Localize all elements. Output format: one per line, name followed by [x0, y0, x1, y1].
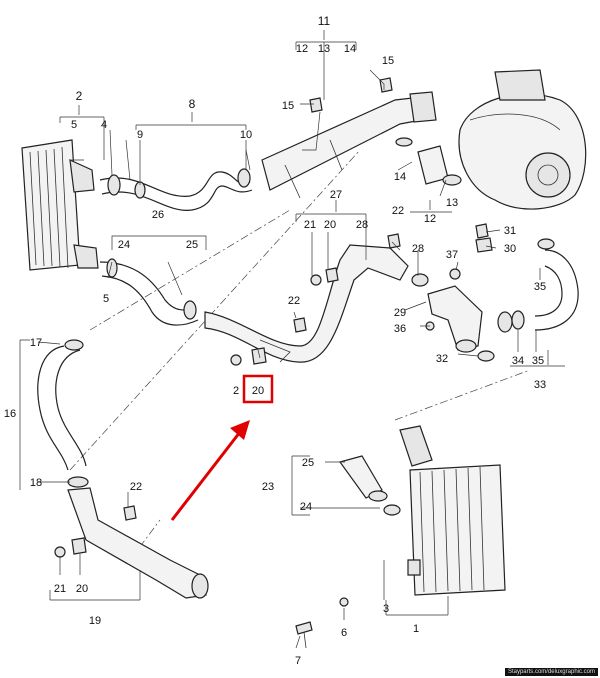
turbocharger	[458, 69, 587, 210]
footer-credit: Stayparts.com/deluxgraphic.com	[504, 668, 598, 676]
label-16: 16	[4, 408, 16, 420]
nut-21-mid	[230, 354, 242, 366]
label-15-right: 15	[382, 55, 394, 67]
spacer-20-top	[325, 267, 339, 283]
clip-30	[475, 237, 493, 253]
label-25-left: 25	[186, 239, 198, 251]
bolt-31	[475, 223, 489, 239]
label-10: 10	[240, 129, 252, 141]
label-20-highlighted: 20	[252, 385, 264, 397]
spacer-20-low	[71, 537, 87, 555]
spacer-20	[251, 347, 267, 365]
label-34: 34	[512, 355, 524, 367]
label-19: 19	[89, 615, 101, 627]
washer-6	[339, 597, 349, 607]
label-15-left: 15	[282, 100, 294, 112]
highlight-box	[242, 374, 274, 404]
nut-37	[449, 268, 461, 280]
label-21-low: 21	[54, 583, 66, 595]
label-14-mid: 14	[394, 171, 406, 183]
label-9: 9	[137, 129, 143, 141]
label-22-low: 22	[130, 481, 142, 493]
label-17: 17	[30, 337, 42, 349]
label-35-low: 35	[532, 355, 544, 367]
label-1: 1	[413, 623, 419, 635]
label-29: 29	[394, 307, 406, 319]
label-20-top: 20	[324, 219, 336, 231]
label-4: 4	[101, 119, 107, 131]
hose-upper-left	[99, 168, 253, 211]
label-12-top: 12	[296, 43, 308, 55]
bolt-15-a	[309, 97, 323, 113]
label-14-top: 14	[344, 43, 356, 55]
hose-16	[37, 339, 89, 488]
label-6: 6	[341, 627, 347, 639]
label-33: 33	[534, 379, 546, 391]
label-8: 8	[189, 97, 196, 111]
label-13-mid: 13	[446, 197, 458, 209]
label-35-right: 35	[534, 281, 546, 293]
pipe-center	[204, 244, 409, 363]
hose-14	[395, 137, 462, 186]
label-28-right: 28	[412, 243, 424, 255]
label-37: 37	[446, 249, 458, 261]
label-13-top: 13	[318, 43, 330, 55]
label-5-low: 5	[103, 293, 109, 305]
nut-21-low	[54, 546, 66, 558]
nut-21	[310, 274, 322, 286]
hose-35	[534, 238, 579, 331]
bolt-22-low	[123, 505, 137, 521]
clamp-32	[477, 350, 495, 362]
bolt-22-mid	[293, 317, 307, 333]
label-7: 7	[295, 655, 301, 667]
label-28-top: 28	[356, 219, 368, 231]
label-31: 31	[504, 225, 516, 237]
label-23: 23	[262, 481, 274, 493]
label-24-left: 24	[118, 239, 130, 251]
label-22-mid: 22	[288, 295, 300, 307]
intercooler-left	[21, 139, 99, 271]
label-27: 27	[330, 189, 342, 201]
red-arrow	[170, 420, 250, 521]
label-21-top: 21	[304, 219, 316, 231]
label-24-right: 24	[300, 501, 312, 513]
label-11: 11	[318, 14, 331, 28]
elbow-29	[411, 273, 513, 353]
label-20-low: 20	[76, 583, 88, 595]
label-2: 2	[76, 89, 83, 103]
label-21-mid: 2	[233, 385, 239, 397]
label-18: 18	[30, 477, 42, 489]
bolt-15-b	[379, 77, 393, 93]
label-30: 30	[504, 243, 516, 255]
label-12-mid: 12	[424, 213, 436, 225]
label-5-top: 5	[71, 119, 77, 131]
bolt-22-top	[387, 233, 401, 249]
label-25-right: 25	[302, 457, 314, 469]
hose-23	[339, 455, 401, 516]
clamp-34	[511, 310, 525, 330]
intercooler-right	[399, 425, 506, 596]
label-3: 3	[383, 603, 389, 615]
label-36: 36	[394, 323, 406, 335]
pipe-19	[67, 487, 209, 599]
turbo-pipe	[261, 91, 437, 199]
bolt-7	[295, 621, 313, 649]
label-32: 32	[436, 353, 448, 365]
label-22-top: 22	[392, 205, 404, 217]
label-26: 26	[152, 209, 164, 221]
